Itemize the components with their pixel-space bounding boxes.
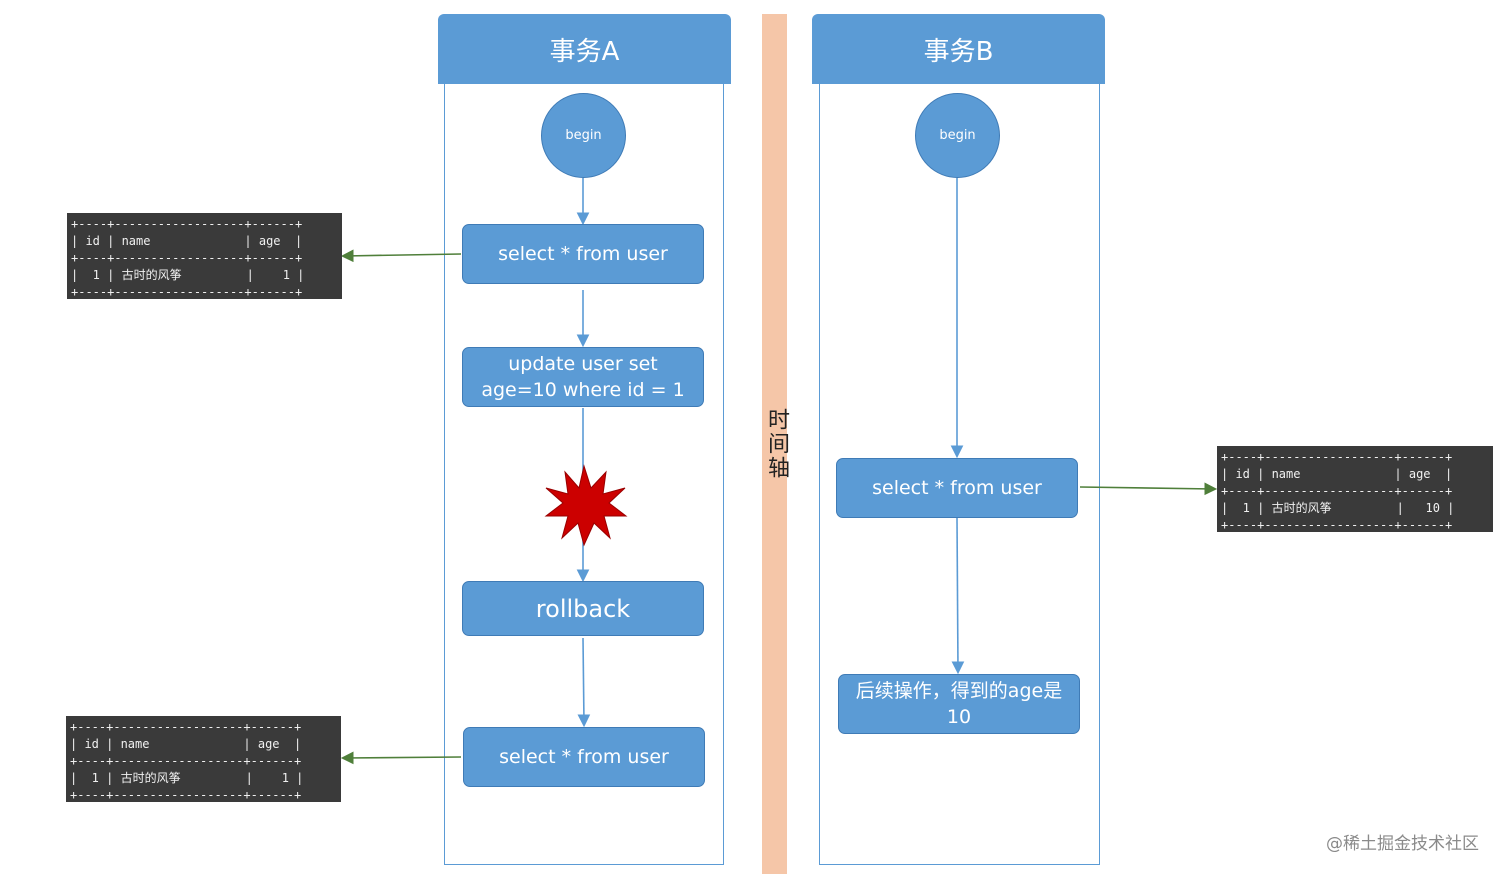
lane-b-title: 事务B: [923, 36, 994, 67]
arrow-a-rollback-to-select: [577, 637, 591, 728]
result-table-a-first: +----+------------------+------+ | id | …: [67, 213, 342, 299]
lane-b-select-node: select * from user: [836, 458, 1078, 518]
arrow-a-first-result: [340, 249, 462, 263]
result-table-a-second: +----+------------------+------+ | id | …: [66, 716, 341, 802]
result-table-b-first: +----+------------------+------+ | id | …: [1217, 446, 1493, 532]
lane-b-header: 事务B: [812, 14, 1105, 84]
arrow-b-select-to-next: [951, 517, 965, 675]
timeline-label: 时间轴: [764, 408, 789, 480]
watermark: @稀土掘金技术社区: [1326, 834, 1479, 854]
lane-a-update-label: update user set age=10 where id = 1: [481, 353, 685, 401]
timeline-bar: [762, 14, 787, 874]
explosion-burst-icon: [544, 464, 628, 547]
lane-a-select-again-node: select * from user: [463, 727, 705, 787]
lane-a-begin-label: begin: [565, 128, 602, 143]
lane-a-select-again-label: select * from user: [499, 746, 669, 768]
lane-a-rollback-node: rollback: [462, 581, 704, 636]
lane-a-select-label: select * from user: [498, 243, 668, 265]
lane-a-update-node: update user set age=10 where id = 1: [462, 347, 704, 407]
lane-b-select-label: select * from user: [872, 477, 1042, 499]
lane-b-begin-node: begin: [915, 93, 1000, 178]
arrow-b-result: [1079, 482, 1218, 496]
lane-a-title: 事务A: [549, 36, 620, 67]
lane-b-followup-node: 后续操作，得到的age是10: [838, 674, 1080, 734]
lane-a-begin-node: begin: [541, 93, 626, 178]
arrow-a-second-result: [340, 751, 462, 765]
lane-b-begin-label: begin: [939, 128, 976, 143]
lane-b-followup-label: 后续操作，得到的age是10: [855, 680, 1063, 728]
lane-a-select-node: select * from user: [462, 224, 704, 284]
lane-a-rollback-label: rollback: [535, 594, 631, 623]
lane-a-header: 事务A: [438, 14, 731, 84]
